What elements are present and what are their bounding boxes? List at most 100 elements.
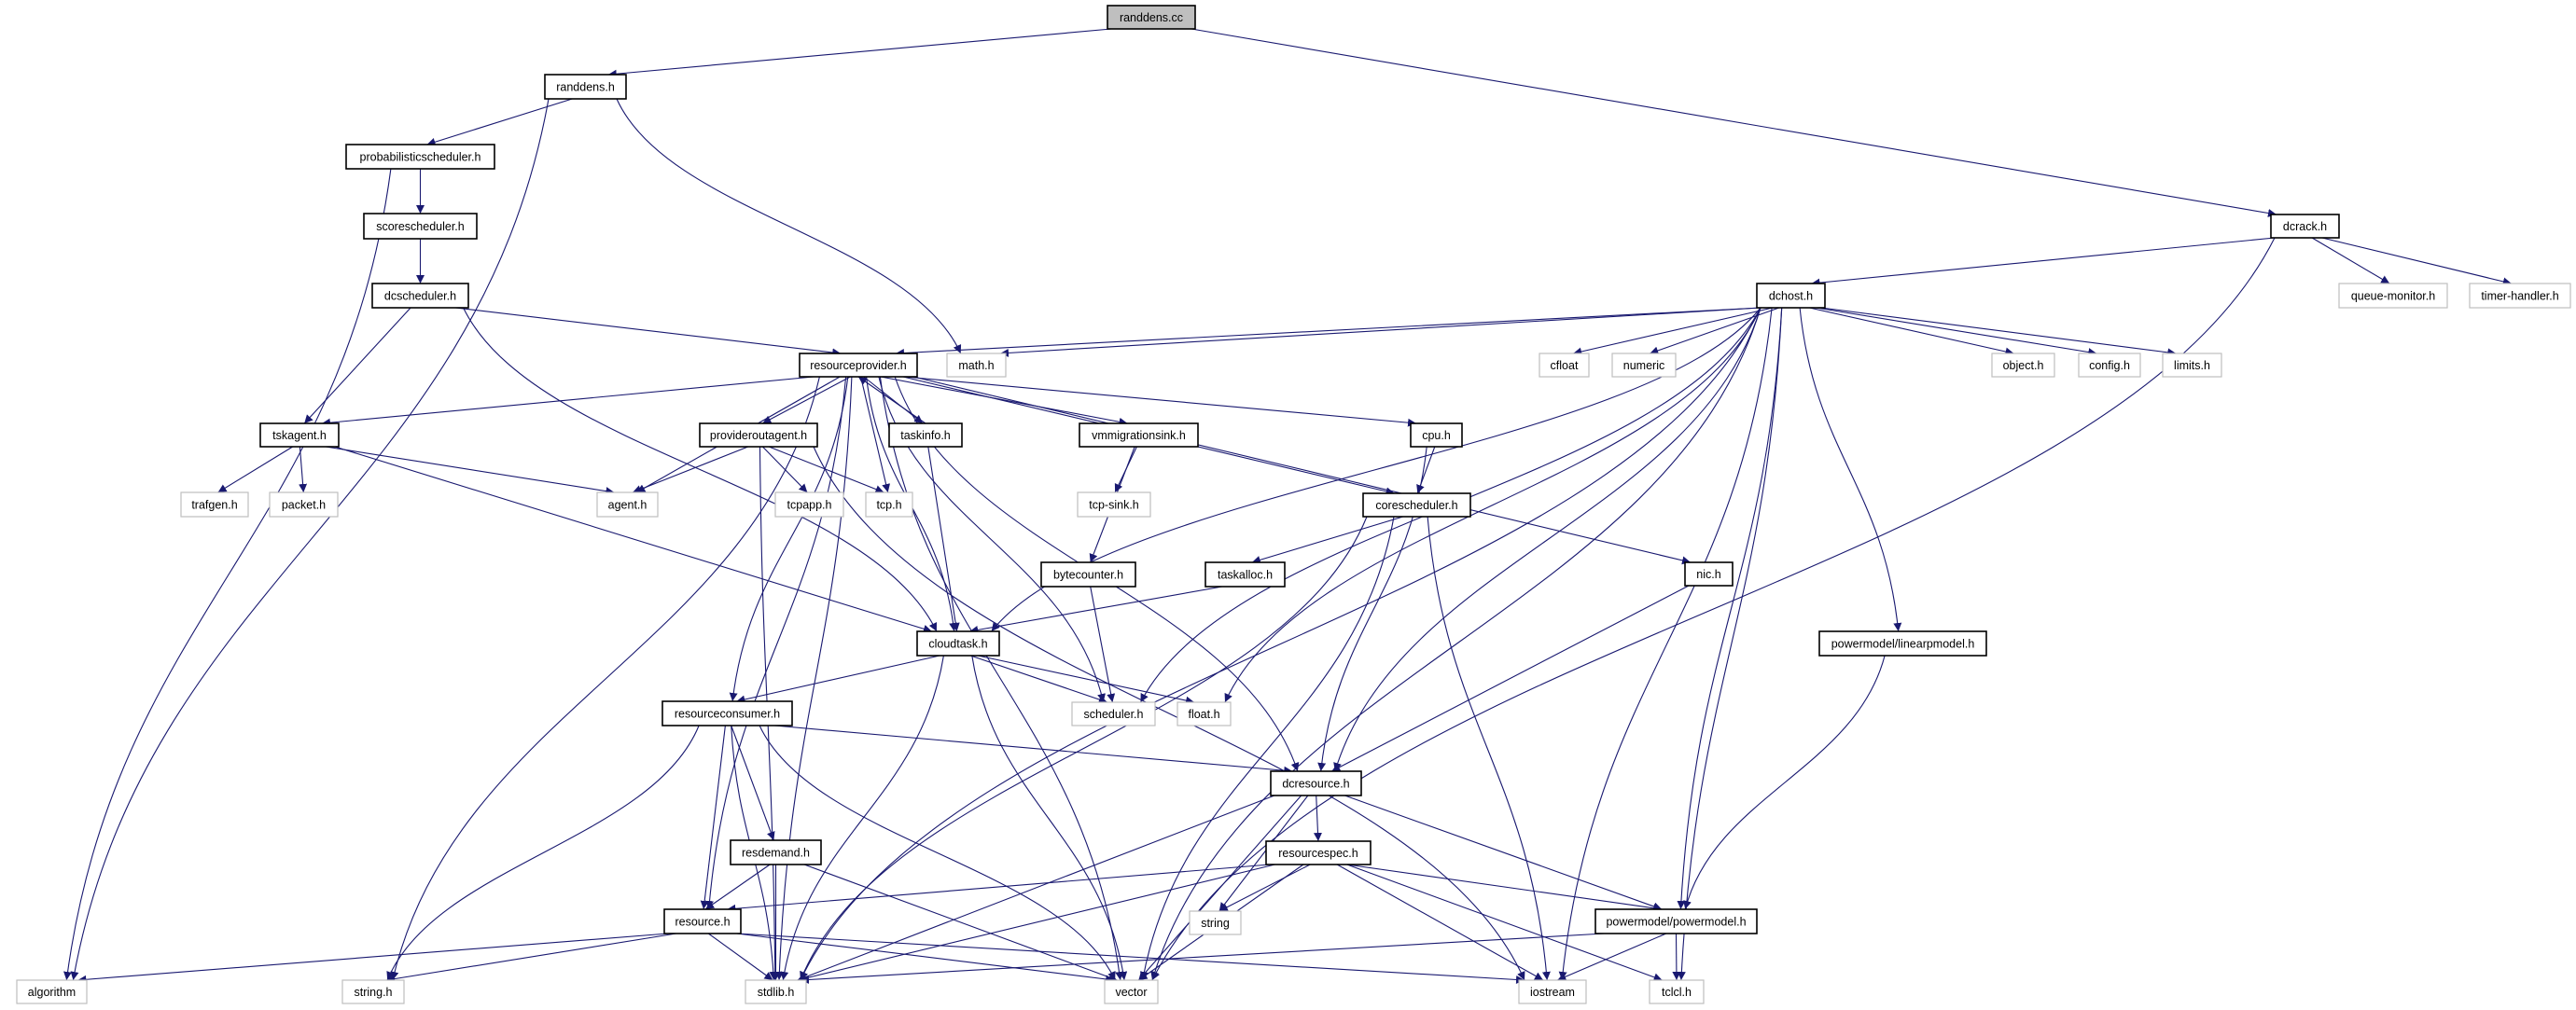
node-box [774,491,844,518]
node-box [1040,561,1136,588]
node-probabilisticscheduler-h[interactable]: probabilisticscheduler.h [345,144,495,170]
node-box [2162,353,2222,378]
node-box [16,979,88,1004]
edge-tskagent-h-to-packet-h [299,446,308,493]
edge-cloudtask-h-to-vector [971,655,1128,981]
edge-provideroutagent-h-to-tcpapp-h [762,446,808,493]
node-vector: vector [1104,979,1159,1004]
node-label: scorescheduler.h [376,220,465,233]
edge-randdens-h-to-math-h [616,98,962,354]
node-powermodel-powermodel-h[interactable]: powermodel/powermodel.h [1594,908,1758,934]
node-powermodel-linearpmodel-h[interactable]: powermodel/linearpmodel.h [1818,630,1987,657]
edge-resourcespec-h-to-resource-h [727,864,1271,913]
node-math-h: math.h [946,353,1007,378]
edge-resourceprovider-h-to-provideroutagent-h [762,376,851,424]
node-label: tcp-sink.h [1089,499,1139,512]
node-box [180,491,249,518]
edge-taskinfo-h-to-cloudtask-h [927,446,960,632]
node-label: resdemand.h [742,847,810,860]
node-provideroutagent-h[interactable]: provideroutagent.h [699,422,818,448]
edge-corescheduler-h-to-taskalloc-h [1251,516,1403,564]
node-vmmigrationsink-h[interactable]: vmmigrationsink.h [1079,422,1199,448]
node-label: dcresource.h [1282,778,1349,791]
node-dchost-h[interactable]: dchost.h [1756,283,1826,309]
edge-tskagent-h-to-trafgen-h [217,446,293,493]
edge-randdens-cc-to-randdens-h [607,28,1112,78]
edge-dchost-h-to-resourceprovider-h [895,307,1761,358]
edge-resourceconsumer-h-to-resdemand-h [731,725,775,841]
node-label: timer-handler.h [2481,290,2558,303]
node-tcpapp-h: tcpapp.h [774,491,844,518]
node-scorescheduler-h[interactable]: scorescheduler.h [363,213,478,240]
edge-resourceconsumer-h-to-resource-h [700,725,726,910]
node-agent-h: agent.h [596,491,659,518]
node-numeric: numeric [1611,353,1677,378]
node-box [1991,353,2055,378]
node-box [1518,979,1587,1004]
node-tcp-h: tcp.h [865,491,913,518]
edge-nic-h-to-dcresource-h [1331,585,1690,772]
edge-resdemand-h-to-vector [803,864,1118,982]
node-tskagent-h[interactable]: tskagent.h [259,422,340,448]
node-box [1756,283,1826,309]
edge-corescheduler-h-to-vector [1139,516,1395,981]
node-taskinfo-h[interactable]: taskinfo.h [888,422,963,448]
node-box [1107,5,1196,30]
edge-dchost-h-to-powermodel-powermodel-h [1677,307,1783,910]
edge-resourceprovider-h-to-nic-h [912,376,1692,565]
node-algorithm: algorithm [16,979,88,1004]
node-label: stdlib.h [758,986,795,999]
edge-tskagent-h-to-cloudtask-h [334,446,932,633]
node-cfloat: cfloat [1539,353,1590,378]
node-box [2338,283,2448,309]
node-box [2469,283,2571,309]
node-label: powermodel/linearpmodel.h [1831,638,1975,651]
node-dcscheduler-h[interactable]: dcscheduler.h [371,283,469,309]
node-box [1649,979,1705,1004]
node-cpu-h[interactable]: cpu.h [1410,422,1463,448]
edge-cloudtask-h-to-scheduler-h [970,655,1107,704]
node-box [1539,353,1590,378]
node-corescheduler-h[interactable]: corescheduler.h [1362,492,1471,518]
node-randdens-cc[interactable]: randdens.cc [1107,5,1196,30]
node-tcp-sink-h: tcp-sink.h [1077,491,1151,518]
node-box [345,144,495,170]
edge-dcrack-h-to-queue-monitor-h [2311,237,2390,284]
node-resourceconsumer-h[interactable]: resourceconsumer.h [661,700,793,726]
node-label: resourceconsumer.h [675,708,780,721]
node-limits-h: limits.h [2162,353,2222,378]
edge-powermodel-powermodel-h-to-stdlib-h [800,933,1605,984]
node-dcresource-h[interactable]: dcresource.h [1270,770,1362,796]
edge-corescheduler-h-to-iostream [1427,516,1551,981]
node-resourceprovider-h[interactable]: resourceprovider.h [799,353,918,378]
edge-dchost-h-to-dcresource-h [1333,307,1761,772]
node-randdens-h[interactable]: randdens.h [544,74,627,100]
edge-resourceconsumer-h-to-string-h [386,725,700,981]
edge-dchost-h-to-vector [1150,307,1761,981]
node-box [1594,908,1758,934]
node-dcrack-h[interactable]: dcrack.h [2270,214,2340,239]
node-nic-h[interactable]: nic.h [1684,561,1734,587]
node-cloudtask-h[interactable]: cloudtask.h [916,630,1000,657]
node-box [799,353,918,378]
node-label: nic.h [1696,568,1720,581]
node-bytecounter-h[interactable]: bytecounter.h [1040,561,1136,588]
node-box [2270,214,2340,239]
node-box [1265,840,1372,865]
node-label: queue-monitor.h [2351,290,2435,303]
node-label: resourcespec.h [1278,847,1358,860]
edge-dchost-h-to-config-h [1816,307,2097,356]
node-box [1270,770,1362,796]
node-resourcespec-h[interactable]: resourcespec.h [1265,840,1372,865]
node-resdemand-h[interactable]: resdemand.h [730,839,822,865]
node-label: cfloat [1551,359,1579,372]
edge-resource-h-to-algorithm [77,933,669,984]
node-box [1611,353,1677,378]
node-taskalloc-h[interactable]: taskalloc.h [1204,561,1286,588]
node-resource-h[interactable]: resource.h [663,908,742,934]
node-label: provideroutagent.h [710,429,807,442]
edge-dchost-h-to-stdlib-h [800,307,1761,981]
edge-dcrack-h-to-timer-handler-h [2321,237,2512,286]
edge-resourceprovider-h-to-stdlib-h [774,376,853,981]
